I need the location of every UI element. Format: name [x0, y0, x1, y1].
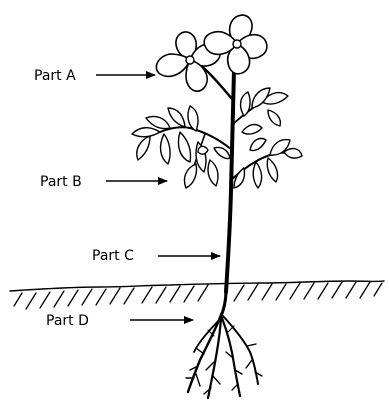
label-part-d: Part D [46, 313, 193, 329]
soil-hatching [14, 282, 382, 309]
leaves-right [234, 88, 302, 188]
leaves-left [132, 106, 230, 188]
label-part-b-text: Part B [40, 174, 82, 190]
label-part-a: Part A [34, 68, 155, 84]
roots [186, 290, 262, 398]
label-part-c: Part C [92, 248, 220, 264]
label-part-c-text: Part C [92, 248, 134, 264]
label-part-d-text: Part D [46, 313, 89, 329]
flower-right [204, 15, 267, 74]
soil [10, 281, 384, 309]
label-part-a-text: Part A [34, 68, 76, 84]
label-part-b: Part B [40, 174, 167, 190]
